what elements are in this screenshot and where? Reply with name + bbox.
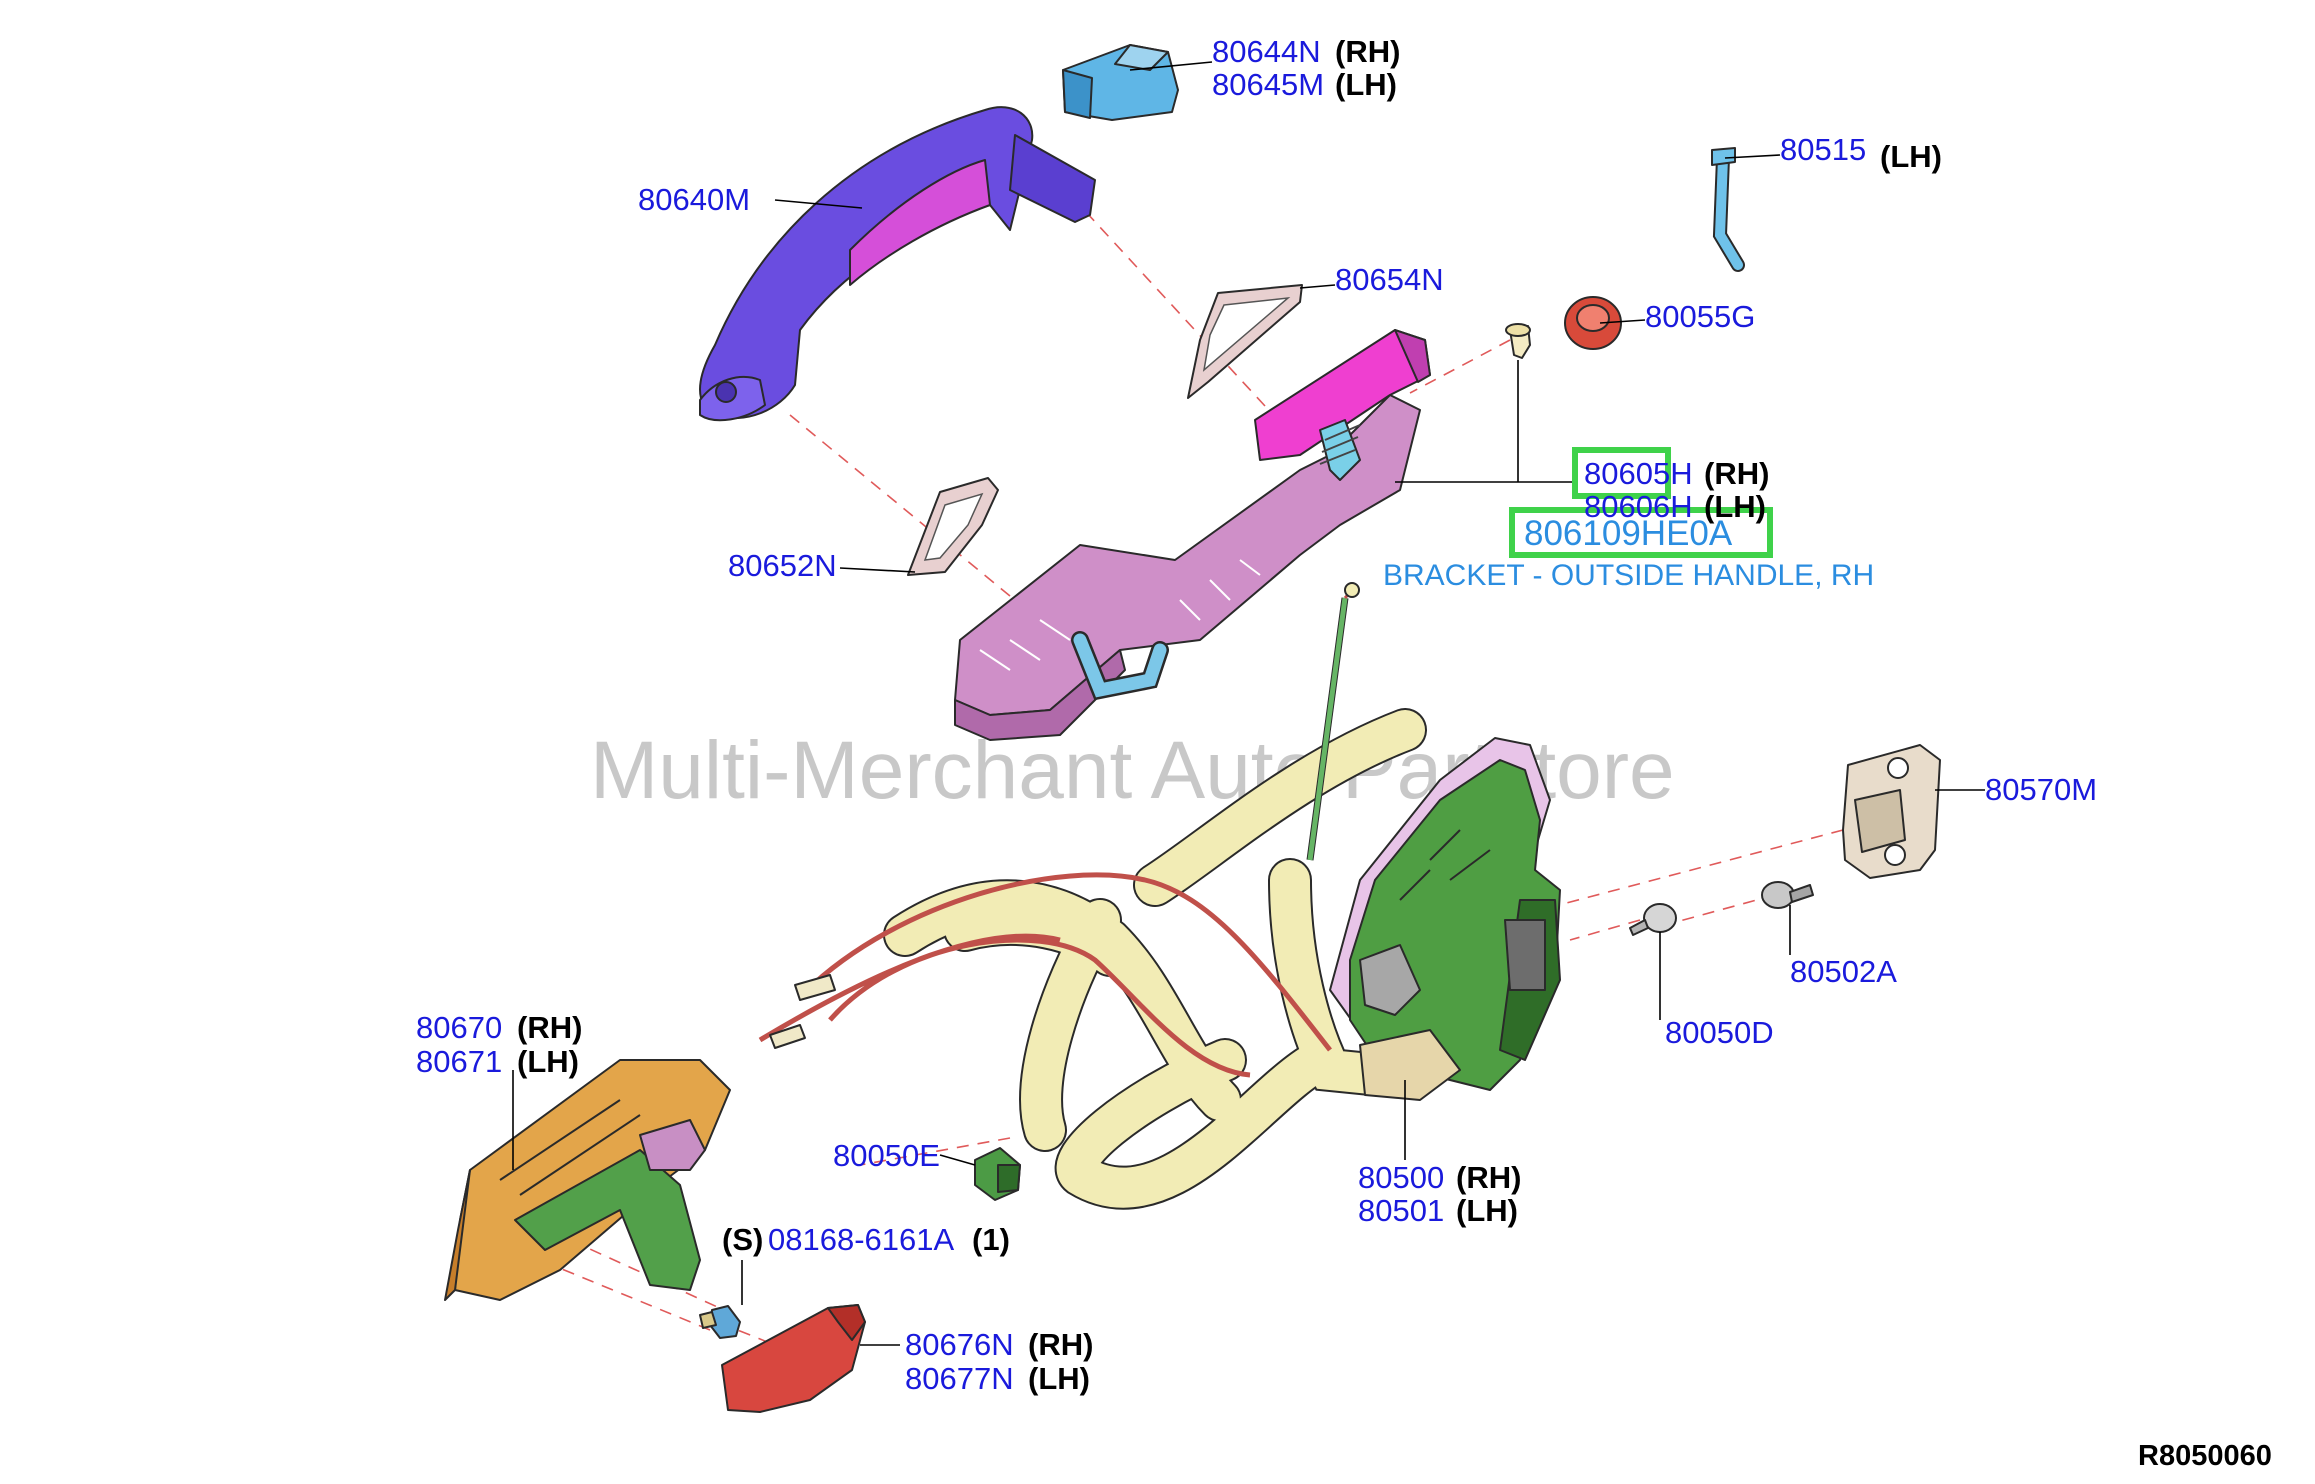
quantity-label: (1) [972, 1222, 1010, 1257]
side-label: (LH) [517, 1044, 579, 1079]
part-number-label[interactable]: 80652N [728, 548, 837, 583]
callout-80640M[interactable]: 80640M [638, 182, 750, 217]
highlight-box-part-number [1572, 447, 1671, 499]
part-number-label[interactable]: 80677N [905, 1361, 1014, 1396]
side-label: (RH) [1335, 34, 1400, 69]
part-number-label[interactable]: 80515 [1780, 132, 1866, 167]
callout-80502A[interactable]: 80502A [1790, 954, 1897, 989]
part-number-label[interactable]: 80050D [1665, 1015, 1774, 1050]
highlighted-part-description: BRACKET - OUTSIDE HANDLE, RH [1383, 559, 1874, 592]
callout-80676N[interactable]: 80676N (RH) [905, 1327, 1093, 1362]
side-label: (LH) [1704, 489, 1766, 524]
leader-lines [512, 61, 1985, 1346]
gasket-upper-part[interactable] [1187, 284, 1303, 399]
service-prefix-label: (S) [722, 1222, 763, 1257]
striker-screw-part[interactable] [1761, 881, 1814, 909]
callout-08168-6161A[interactable]: (S) 08168-6161A (1) [722, 1222, 1010, 1257]
diagram-code: R8050060 [2138, 1440, 2272, 1472]
part-number-label[interactable]: 80640M [638, 182, 750, 217]
bolt-part[interactable] [699, 1305, 741, 1339]
part-number-label[interactable]: 80570M [1985, 772, 2097, 807]
side-label: (RH) [517, 1010, 582, 1045]
callout-80050D[interactable]: 80050D [1665, 1015, 1774, 1050]
part-number-label[interactable]: 80654N [1335, 262, 1444, 297]
rod-part[interactable] [1711, 147, 1745, 272]
part-number-label[interactable]: 80500 [1358, 1160, 1444, 1195]
side-label: (LH) [1880, 139, 1942, 174]
lock-cables-part[interactable] [758, 582, 1427, 1210]
handle-cap-part[interactable] [1062, 44, 1179, 121]
part-number-label[interactable]: 08168-6161A [768, 1222, 954, 1257]
side-label: (RH) [1704, 456, 1769, 491]
door-lock-actuator-part[interactable] [1329, 737, 1561, 1101]
part-number-label[interactable]: 80502A [1790, 954, 1897, 989]
callout-80605H[interactable]: 80605H (RH) [1584, 456, 1769, 491]
bracket-bolt-part[interactable] [1505, 323, 1531, 359]
callout-80606H[interactable]: 80606H (LH) [1584, 489, 1766, 524]
callout-80050E[interactable]: 80050E [833, 1138, 940, 1173]
part-number-label[interactable]: 80605H [1584, 456, 1693, 491]
grommet-part[interactable] [1564, 296, 1622, 350]
callout-80645M[interactable]: 80645M (LH) [1212, 67, 1397, 102]
callout-80654N[interactable]: 80654N [1335, 262, 1444, 297]
callout-80652N[interactable]: 80652N [728, 548, 837, 583]
part-number-label[interactable]: 80501 [1358, 1193, 1444, 1228]
part-number-label[interactable]: 80055G [1645, 299, 1755, 334]
callout-80570M[interactable]: 80570M [1985, 772, 2097, 807]
callout-80055G[interactable]: 80055G [1645, 299, 1755, 334]
gasket-lower-part[interactable] [907, 477, 999, 576]
callout-80670[interactable]: 80670 (RH) [416, 1010, 582, 1045]
lock-screw-part[interactable] [1629, 903, 1677, 936]
callout-80500[interactable]: 80500 (RH) [1358, 1160, 1521, 1195]
highlighted-part-number[interactable]: 806109HE0A [1524, 514, 1733, 553]
part-number-label[interactable]: 80644N [1212, 34, 1321, 69]
outside-handle-part[interactable] [699, 106, 1096, 422]
part-number-label[interactable]: 80645M [1212, 67, 1324, 102]
callout-80644N[interactable]: 80644N (RH) [1212, 34, 1400, 69]
side-label: (RH) [1028, 1327, 1093, 1362]
part-number-label[interactable]: 80050E [833, 1138, 940, 1173]
alignment-lines [539, 211, 1844, 1356]
callout-80501[interactable]: 80501 (LH) [1358, 1193, 1518, 1228]
side-label: (RH) [1456, 1160, 1521, 1195]
part-number-label[interactable]: 80676N [905, 1327, 1014, 1362]
callout-80515[interactable]: 80515 (LH) [1780, 132, 1942, 174]
highlight-box-catalog-number [1509, 507, 1773, 558]
inside-handle-part[interactable] [444, 1059, 731, 1301]
escutcheon-part[interactable] [721, 1304, 866, 1413]
cable-clip-part[interactable] [974, 1147, 1021, 1201]
side-label: (LH) [1028, 1361, 1090, 1396]
part-number-label[interactable]: 80670 [416, 1010, 502, 1045]
striker-part[interactable] [1842, 744, 1941, 879]
part-number-label[interactable]: 80606H [1584, 489, 1693, 524]
side-label: (LH) [1335, 67, 1397, 102]
callout-80671[interactable]: 80671 (LH) [416, 1044, 579, 1079]
part-number-label[interactable]: 80671 [416, 1044, 502, 1079]
callout-80677N[interactable]: 80677N (LH) [905, 1361, 1090, 1396]
side-label: (LH) [1456, 1193, 1518, 1228]
outside-handle-bracket-part[interactable] [954, 329, 1431, 741]
